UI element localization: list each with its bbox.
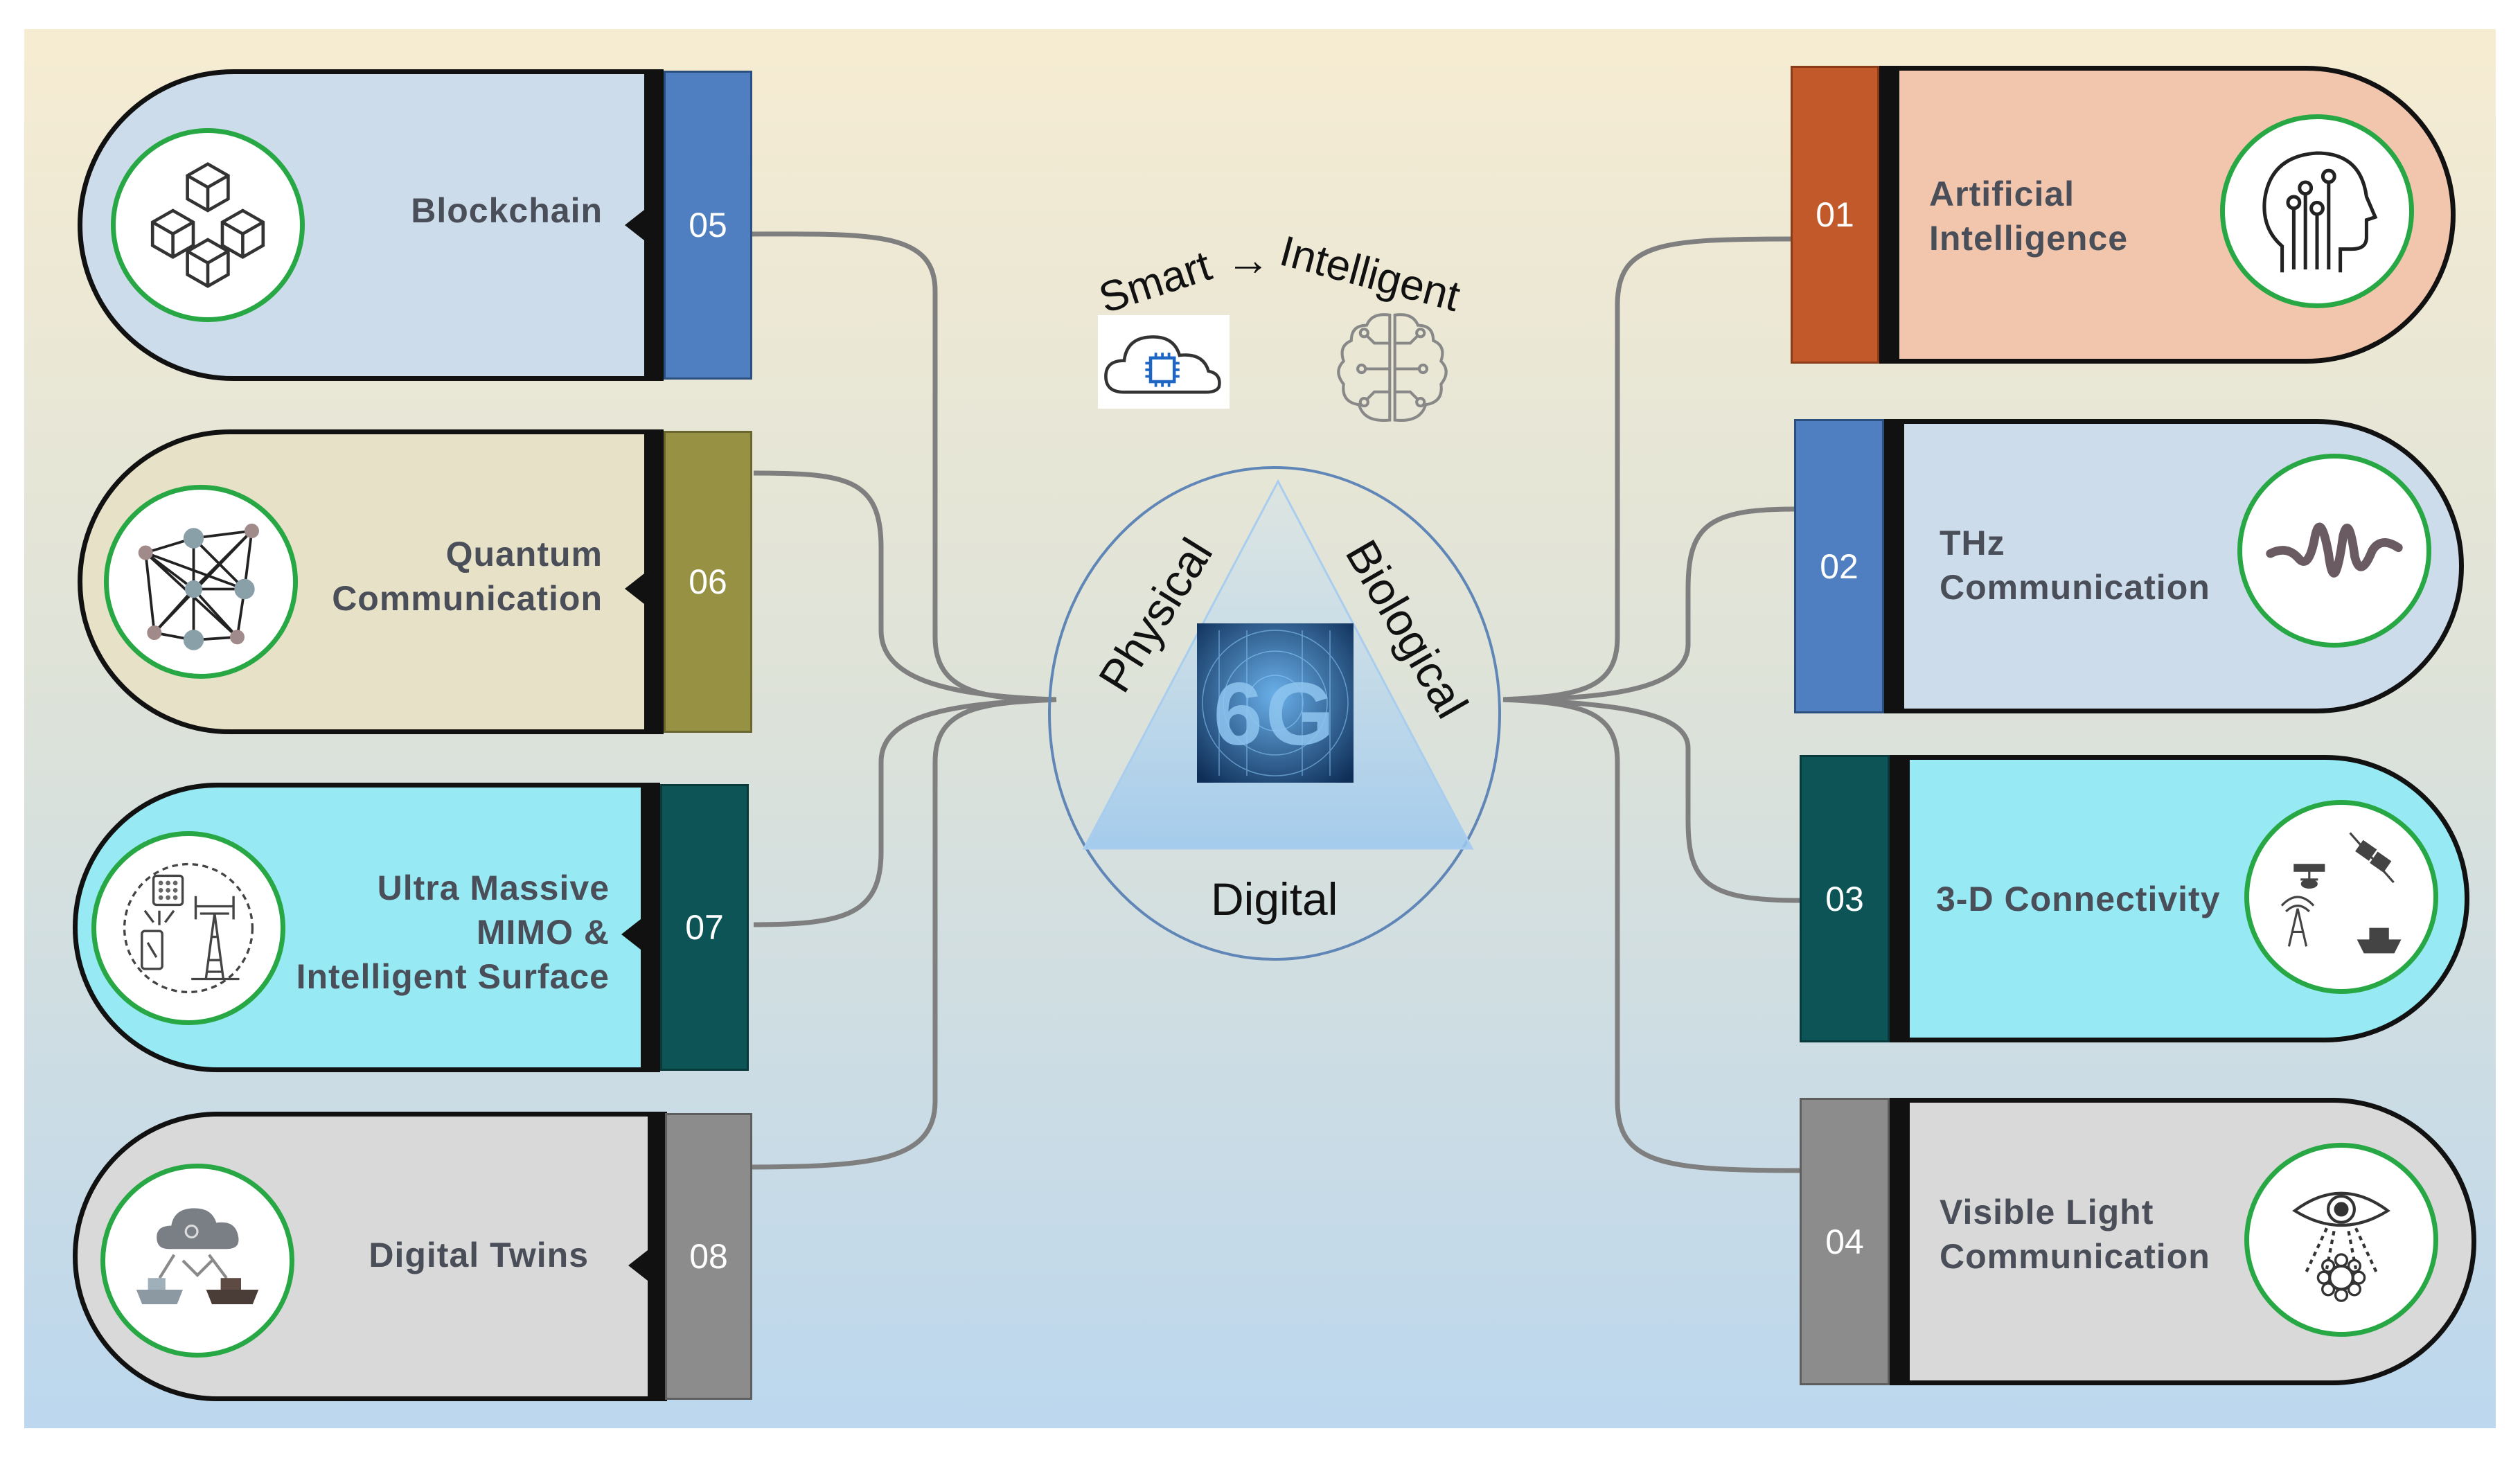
panel-number: 02 — [1820, 546, 1858, 586]
panel-title: Artificial Intelligence — [1929, 175, 2129, 258]
mimo-icon-circle — [91, 831, 285, 1025]
panel-pointer — [625, 210, 644, 240]
panel-pointer — [628, 1250, 648, 1281]
blockchain-icon-circle — [111, 128, 305, 322]
panel-number-box: 05 — [664, 71, 752, 380]
panel-number: 04 — [1825, 1222, 1864, 1261]
panel-number-box: 01 — [1791, 66, 1879, 364]
panel-divider — [644, 429, 664, 734]
connector-03 — [1502, 697, 1800, 903]
panel-title: Digital Twins — [369, 1236, 589, 1274]
quantum-network-icon — [138, 524, 259, 650]
panel-number: 06 — [689, 562, 727, 601]
connector-06 — [753, 470, 1057, 702]
brain-icon — [1326, 305, 1458, 433]
thz-icon-circle — [2237, 454, 2431, 648]
panel-title: Ultra Massive MIMO & Intelligent Surface — [296, 869, 610, 996]
cloud-chip-icon — [1098, 315, 1230, 409]
panel-number-box: 04 — [1800, 1098, 1890, 1385]
connector-07 — [753, 697, 1057, 927]
panel-title: Blockchain — [411, 191, 603, 230]
connector-08 — [734, 697, 1057, 1170]
panel-number: 03 — [1825, 879, 1864, 918]
blockchain-icon — [150, 162, 265, 288]
visible-light-icon-circle — [2244, 1143, 2438, 1337]
panel-divider — [641, 783, 660, 1072]
panel-title: 3-D Connectivity — [1936, 880, 2221, 918]
panel-number: 07 — [685, 908, 724, 947]
ai-head-icon — [2262, 151, 2378, 273]
panel-title: THz Communication — [1940, 524, 2210, 607]
panel-divider — [644, 69, 664, 381]
quantum-icon-circle — [104, 485, 298, 679]
panel-pointer — [625, 574, 644, 604]
panel-number: 08 — [689, 1237, 728, 1276]
panel-title: Visible Light Communication — [1940, 1193, 2210, 1276]
panel-divider — [648, 1112, 667, 1401]
arrow-icon: → — [1226, 235, 1270, 285]
digital-label: Digital — [1211, 873, 1338, 925]
digital-twin-icon — [136, 1208, 259, 1304]
connector-02 — [1502, 506, 1795, 702]
panel-pointer — [621, 919, 641, 950]
connector-04 — [1502, 697, 1800, 1173]
thz-wave-icon — [2266, 522, 2403, 578]
3d-connectivity-icon — [2280, 832, 2402, 954]
6g-label: 6G — [1213, 665, 1338, 764]
panel-number: 01 — [1816, 195, 1854, 234]
panel-title: Quantum Communication — [332, 535, 603, 618]
panel-number-box: 03 — [1800, 755, 1890, 1042]
central-ellipse — [1048, 466, 1501, 961]
ai-icon-circle — [2220, 114, 2414, 308]
visible-light-eye-icon — [2292, 1191, 2390, 1302]
panel-number-box: 06 — [664, 431, 752, 733]
connector-01 — [1502, 236, 1791, 702]
panel-number-box: 07 — [660, 784, 749, 1071]
digital-twin-icon-circle — [100, 1164, 294, 1358]
panel-number-box: 02 — [1794, 419, 1884, 713]
panel-number-box: 08 — [665, 1113, 752, 1400]
mimo-antenna-icon — [123, 862, 254, 994]
panel-number: 05 — [689, 206, 727, 244]
3d-connectivity-icon-circle — [2244, 800, 2438, 994]
